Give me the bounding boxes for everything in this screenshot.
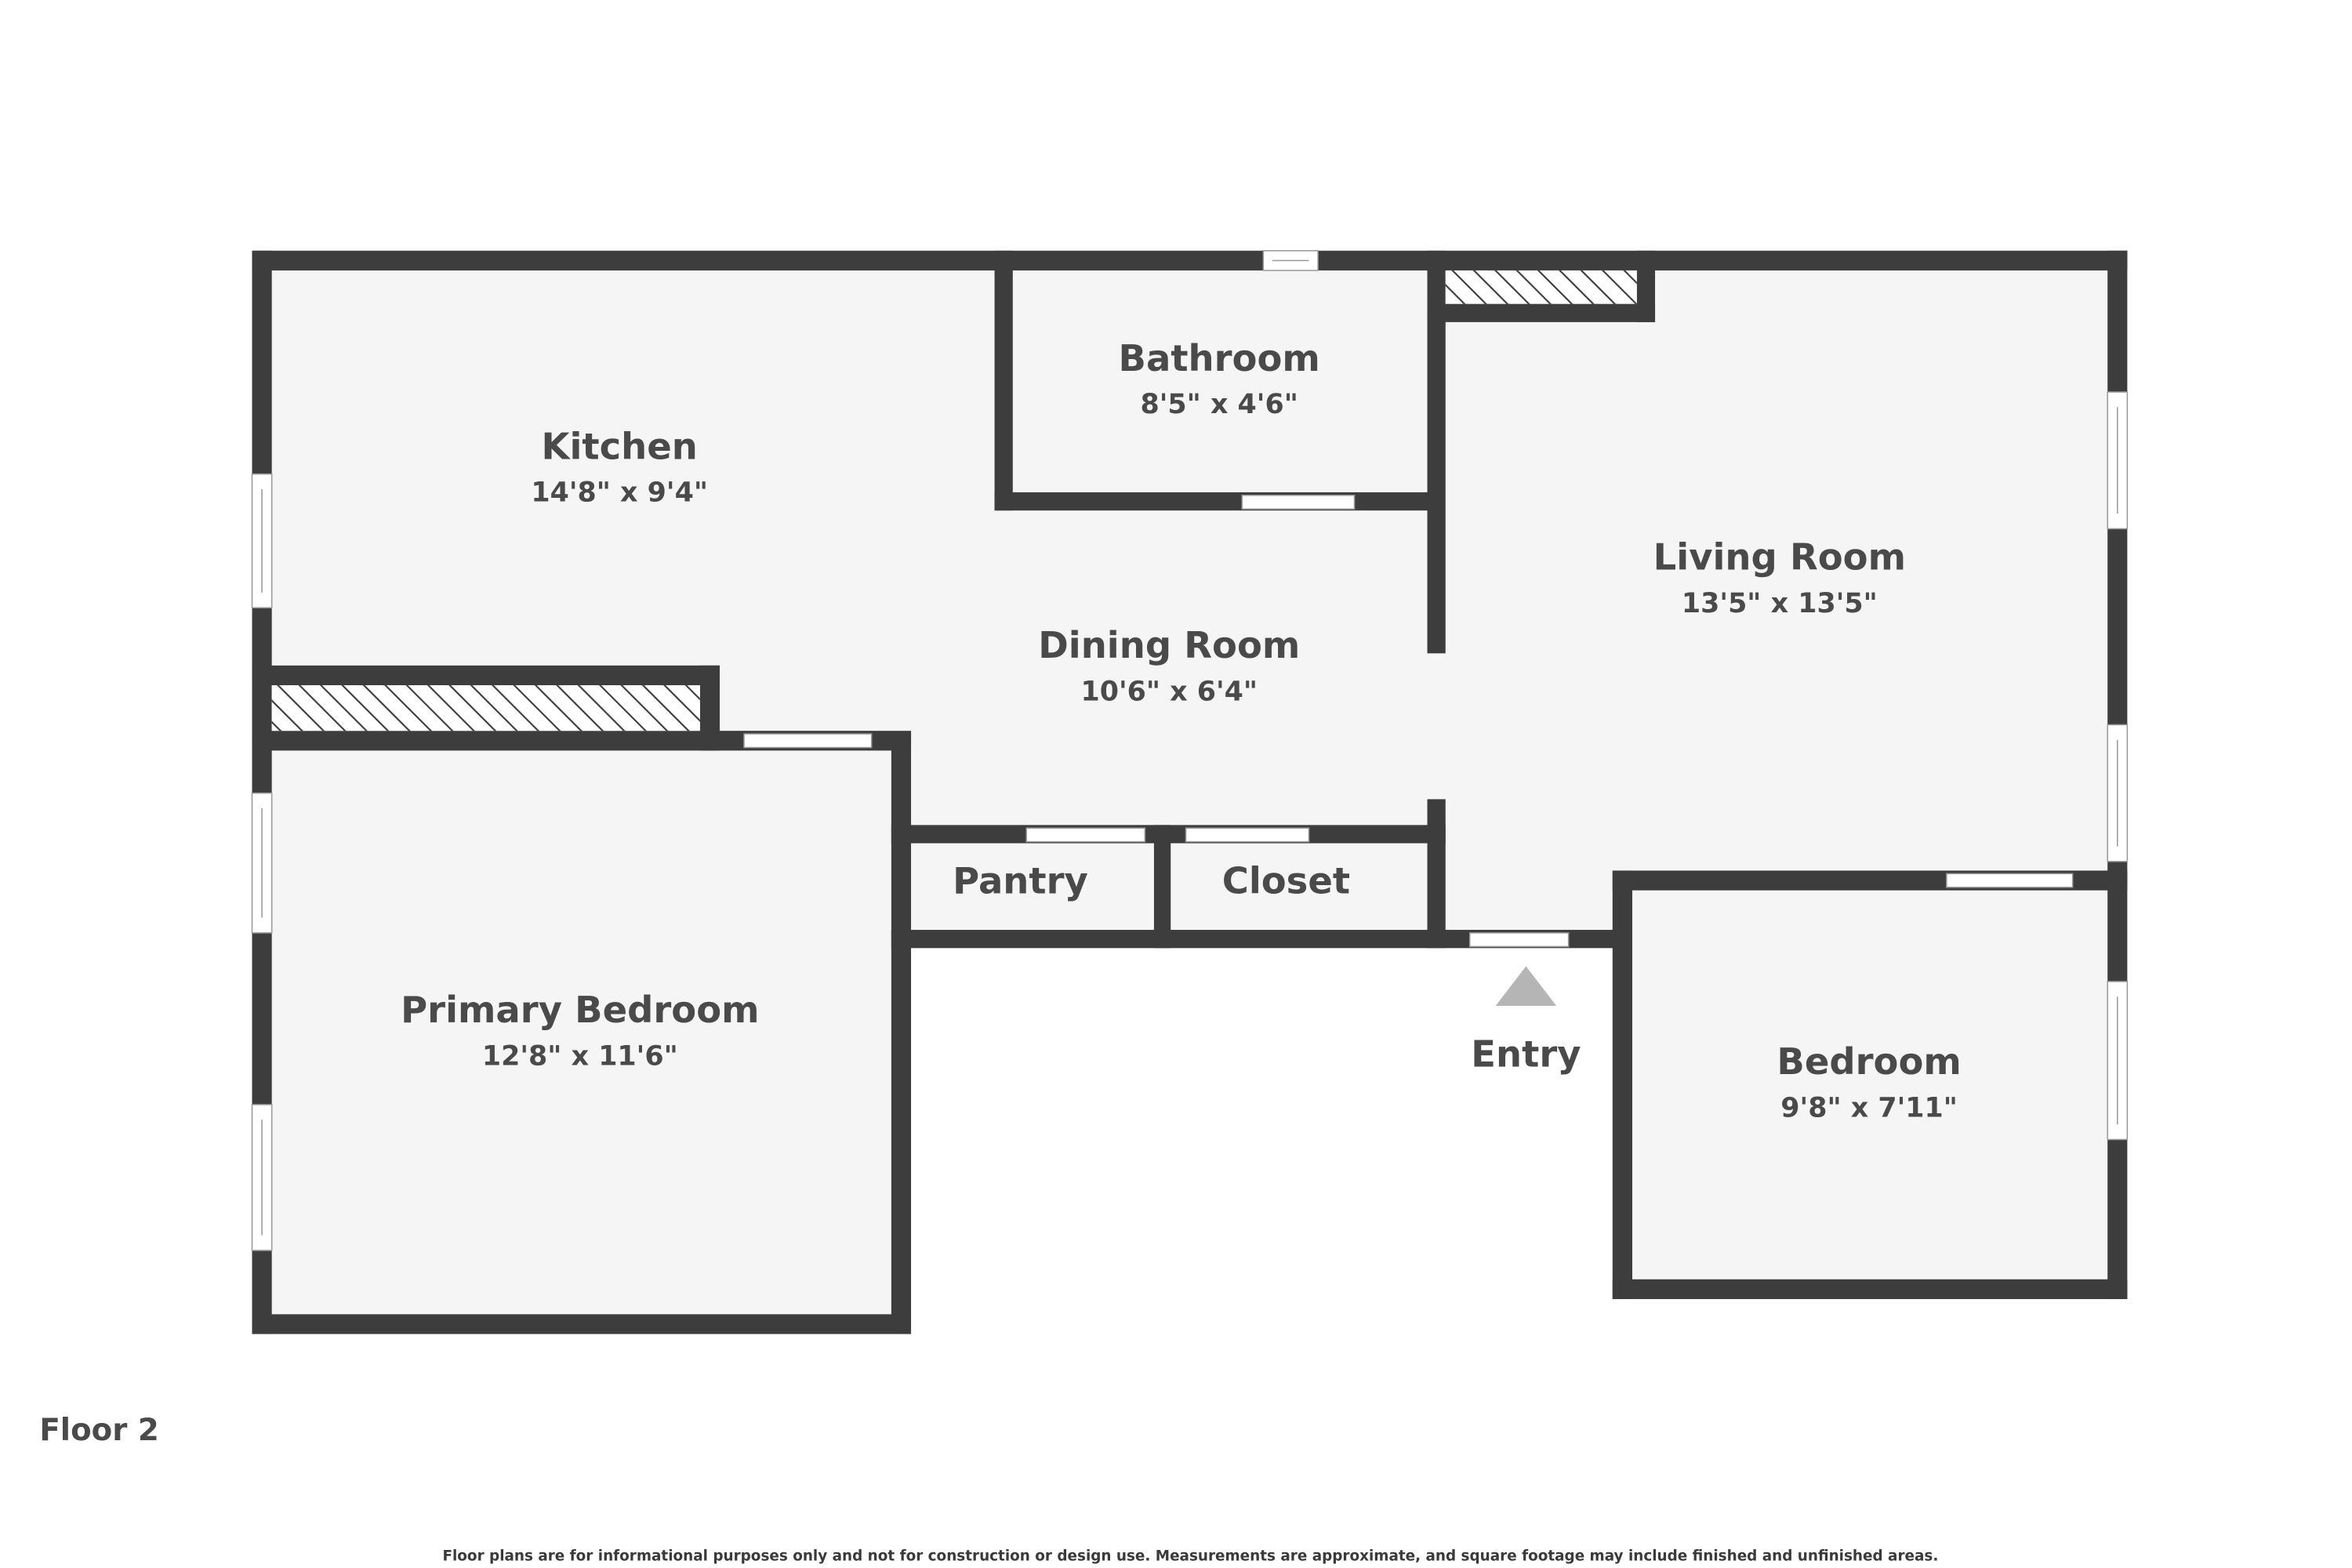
kitchen-name: Kitchen [541, 425, 697, 467]
bedroom-dims: 9'8" x 7'11" [1780, 1092, 1958, 1123]
floor-area [252, 250, 2128, 1334]
entry-arrow-icon [1495, 966, 1557, 1006]
closet-name: Closet [1222, 860, 1350, 902]
disclaimer: Floor plans are for informational purpos… [442, 1548, 1938, 1564]
primary-bedroom-dims: 12'8" x 11'6" [482, 1041, 678, 1073]
bathroom-dims: 8'5" x 4'6" [1141, 389, 1298, 420]
dining-room-dims: 10'6" x 6'4" [1080, 676, 1258, 707]
dining-room-name: Dining Room [1038, 624, 1300, 666]
hatched-chase-living [1445, 270, 1637, 304]
living-room-dims: 13'5" x 13'5" [1682, 588, 1878, 619]
bedroom-name: Bedroom [1777, 1040, 1961, 1083]
kitchen-dims: 14'8" x 9'4" [531, 477, 708, 509]
windows [251, 249, 2129, 1251]
entry-label: Entry [1471, 1033, 1581, 1075]
pantry-name: Pantry [953, 860, 1088, 902]
primary-bedroom-name: Primary Bedroom [401, 989, 759, 1031]
bathroom-name: Bathroom [1119, 337, 1320, 379]
doors [743, 495, 2074, 948]
living-room-name: Living Room [1653, 536, 1906, 579]
floor-label: Floor 2 [39, 1413, 158, 1448]
hatched-chase-kitchen [271, 685, 700, 731]
